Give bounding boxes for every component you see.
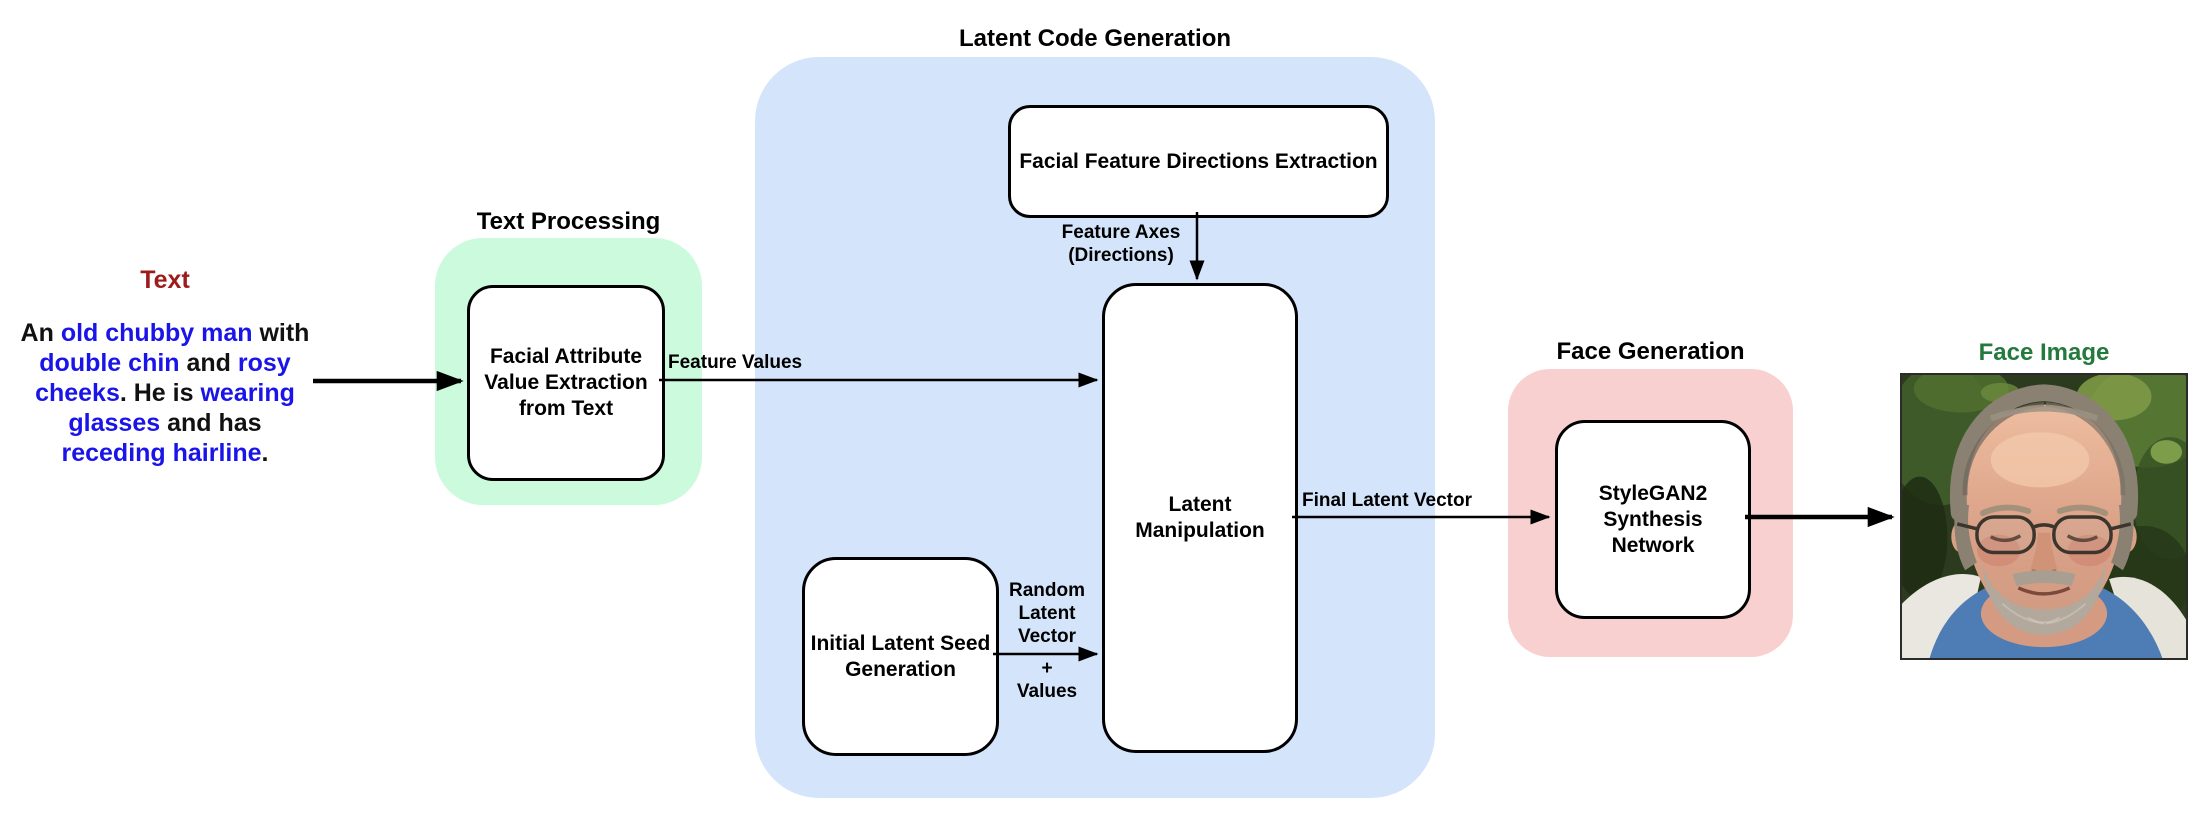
face-image-title: Face Image (1978, 339, 2110, 366)
facial-attribute-extraction-node: Facial Attribute Value Extraction from T… (467, 285, 665, 481)
facial-feature-directions-node: Facial Feature Directions Extraction (1008, 105, 1389, 218)
initial-latent-seed-node: Initial Latent Seed Generation (802, 557, 999, 756)
stylegan2-synthesis-node: StyleGAN2 Synthesis Network (1555, 420, 1751, 619)
input-text-title: Text (140, 266, 190, 294)
feature-axes-label: Feature Axes (Directions) (1061, 222, 1181, 266)
latent-code-generation-title: Latent Code Generation (958, 25, 1232, 52)
face-photo-illustration (1902, 375, 2186, 658)
random-latent-vector-label: Random Latent Vector (1009, 580, 1085, 647)
final-latent-vector-label: Final Latent Vector (1302, 490, 1472, 511)
random-latent-values-label: + Values (1016, 658, 1078, 702)
generated-face-photo (1900, 373, 2188, 660)
face-generation-title: Face Generation (1556, 338, 1745, 365)
latent-manipulation-node: Latent Manipulation (1102, 283, 1298, 753)
feature-values-label: Feature Values (668, 352, 803, 373)
text-processing-title: Text Processing (476, 208, 661, 235)
